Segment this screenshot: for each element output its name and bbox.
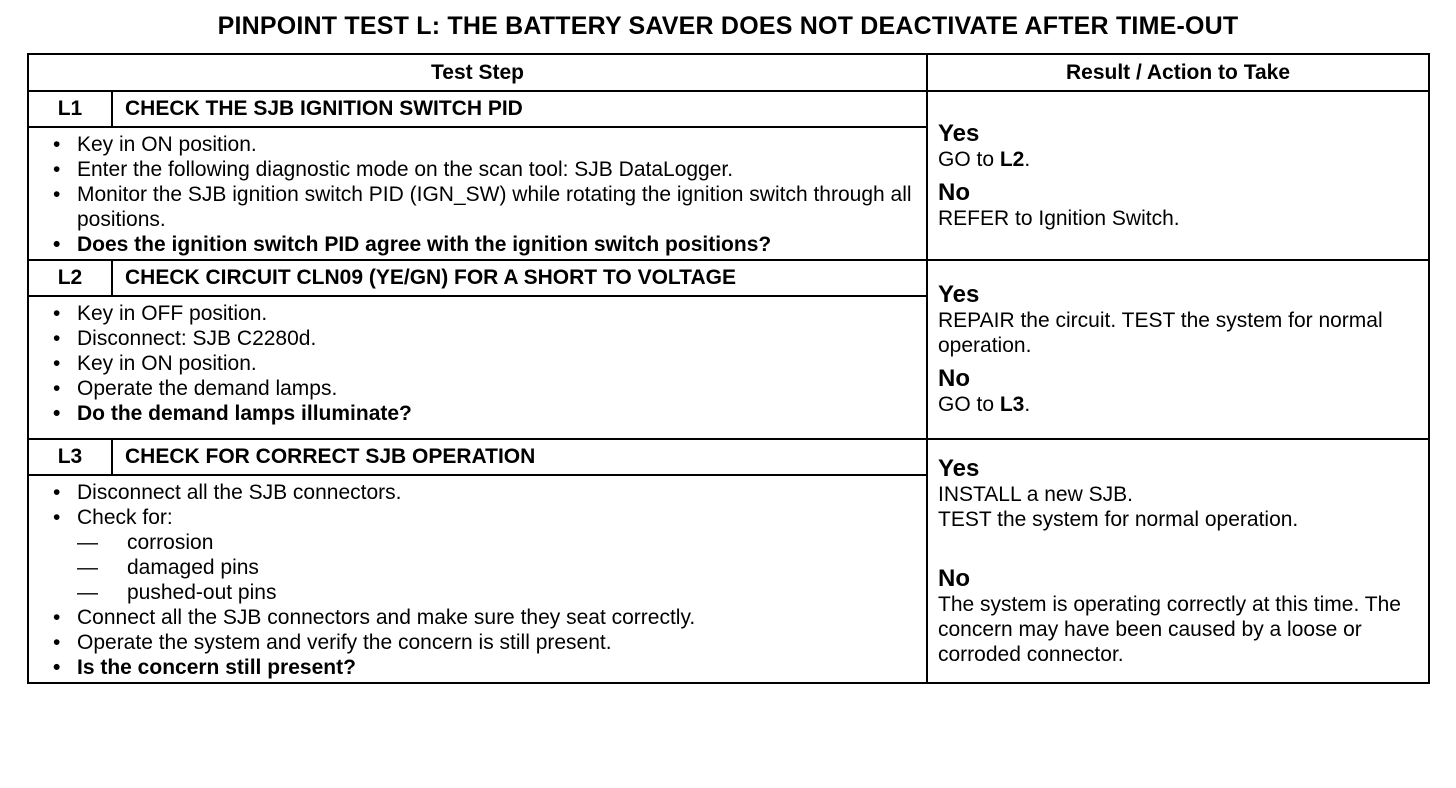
- list-item: •Connect all the SJB connectors and make…: [53, 606, 696, 629]
- step-body: •Key in OFF position. •Disconnect: SJB C…: [27, 295, 928, 440]
- step-result-l2: Yes REPAIR the circuit. TEST the system …: [926, 259, 1430, 440]
- list-item: •Key in ON position.: [53, 133, 257, 156]
- yes-label: Yes: [938, 454, 980, 482]
- yes-text-2: TEST the system for normal operation.: [938, 507, 1299, 531]
- page-title: PINPOINT TEST L: THE BATTERY SAVER DOES …: [217, 12, 1239, 40]
- list-item: •Key in OFF position.: [53, 302, 268, 325]
- result-header: Result / Action to Take: [926, 53, 1430, 92]
- yes-text: REPAIR the circuit. TEST the system for …: [938, 309, 1383, 357]
- test-step-header: Test Step: [27, 53, 928, 92]
- sub-list-item: —corrosion: [77, 531, 214, 554]
- step-body-row-l2: •Key in OFF position. •Disconnect: SJB C…: [27, 295, 1429, 440]
- no-label: No: [938, 564, 970, 592]
- step-body-row-l3: •Disconnect all the SJB connectors. •Che…: [27, 474, 1429, 684]
- step-id: L2: [27, 259, 113, 297]
- no-text: The system is operating correctly at thi…: [938, 592, 1401, 666]
- step-body: •Key in ON position. •Enter the followin…: [27, 126, 928, 261]
- step-id: L1: [27, 90, 113, 128]
- no-label: No: [938, 365, 970, 392]
- header-row: Test Step Result / Action to Take: [27, 53, 1430, 92]
- step-id: L3: [27, 438, 113, 476]
- no-label: No: [938, 178, 970, 206]
- list-item: •Disconnect: SJB C2280d.: [53, 327, 317, 350]
- step-body-row-l1: •Key in ON position. •Enter the followin…: [27, 126, 1429, 261]
- list-item: •Check for:: [53, 506, 173, 529]
- no-text: REFER to Ignition Switch.: [938, 206, 1180, 230]
- step-result-l1: Yes GO to L2. No REFER to Ignition Switc…: [926, 90, 1430, 261]
- step-heading: CHECK FOR CORRECT SJB OPERATION: [111, 438, 928, 476]
- step-row-l2: L2 CHECK CIRCUIT CLN09 (YE/GN) FOR A SHO…: [27, 259, 1430, 440]
- yes-text: GO to L2.: [938, 147, 1031, 171]
- step-row-l3: L3 CHECK FOR CORRECT SJB OPERATION Yes I…: [27, 438, 1430, 684]
- list-item: •Monitor the SJB ignition switch PID (IG…: [53, 183, 912, 231]
- yes-label: Yes: [938, 119, 980, 147]
- step-body: •Disconnect all the SJB connectors. •Che…: [27, 474, 928, 684]
- list-item: •Key in ON position.: [53, 352, 257, 375]
- list-item: •Operate the demand lamps.: [53, 377, 338, 400]
- list-item: •Enter the following diagnostic mode on …: [53, 158, 734, 181]
- pinpoint-test-table: Test Step Result / Action to Take L1 CHE…: [27, 53, 1430, 684]
- step-heading: CHECK THE SJB IGNITION SWITCH PID: [111, 90, 928, 128]
- list-item: •Operate the system and verify the conce…: [53, 631, 612, 654]
- step-heading: CHECK CIRCUIT CLN09 (YE/GN) FOR A SHORT …: [111, 259, 928, 297]
- sub-list-item: —pushed-out pins: [77, 581, 277, 604]
- step-question: •Do the demand lamps illuminate?: [53, 402, 412, 425]
- step-question: •Is the concern still present?: [53, 656, 356, 679]
- step-row-l1: L1 CHECK THE SJB IGNITION SWITCH PID Yes…: [27, 90, 1430, 261]
- yes-label: Yes: [938, 281, 980, 308]
- list-item: •Disconnect all the SJB connectors.: [53, 481, 402, 504]
- step-question: •Does the ignition switch PID agree with…: [53, 233, 772, 256]
- sub-list-item: —damaged pins: [77, 556, 259, 579]
- yes-text-1: INSTALL a new SJB.: [938, 482, 1133, 506]
- step-result-l3: Yes INSTALL a new SJB. TEST the system f…: [926, 438, 1430, 684]
- no-text: GO to L3.: [938, 393, 1031, 416]
